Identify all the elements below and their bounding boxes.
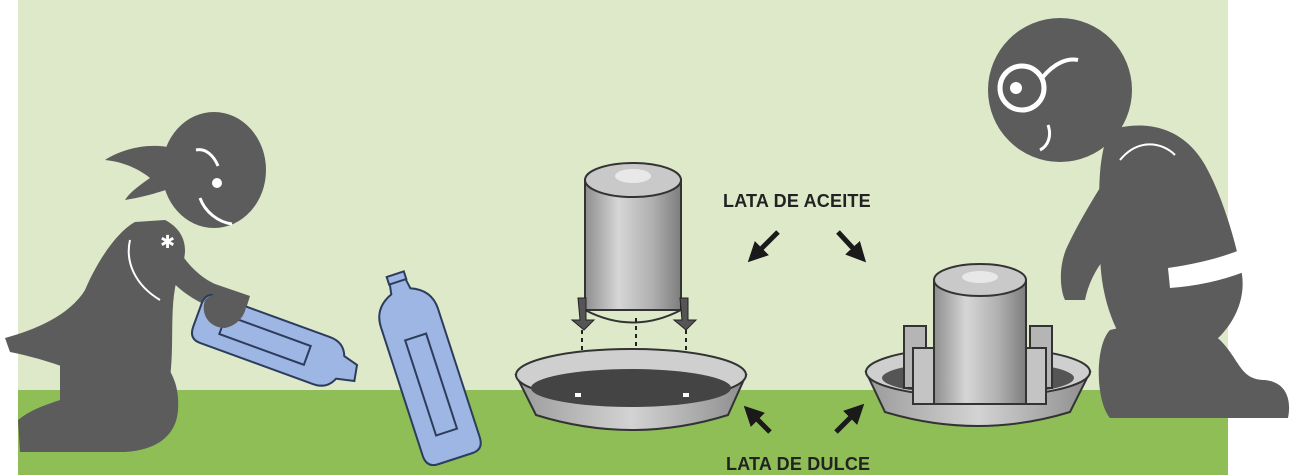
label-oil-can: LATA DE ACEITE [723,191,871,211]
left-eyebrow [195,148,220,167]
right-belt [1168,250,1244,288]
assembled-feeder-icon [864,263,1092,427]
flower-mark: ✱ [160,232,175,253]
person-right-icon [988,18,1290,418]
left-hand [203,291,247,328]
right-arm-outline [1119,143,1176,161]
right-mouth [1039,124,1052,152]
person-left-icon [5,112,266,452]
sweet-can-icon [514,348,748,431]
right-glass-arm [1040,57,1079,80]
left-mouth [198,197,233,226]
left-eye [212,178,222,188]
oil-can-icon [570,162,698,331]
left-arm-outline [127,239,161,301]
right-eye [1010,82,1022,94]
right-eye-glass [997,63,1047,113]
label-sweet-can: LATA DE DULCE [726,454,870,474]
arrow-icon [743,230,867,434]
bottle-icon [378,270,482,467]
